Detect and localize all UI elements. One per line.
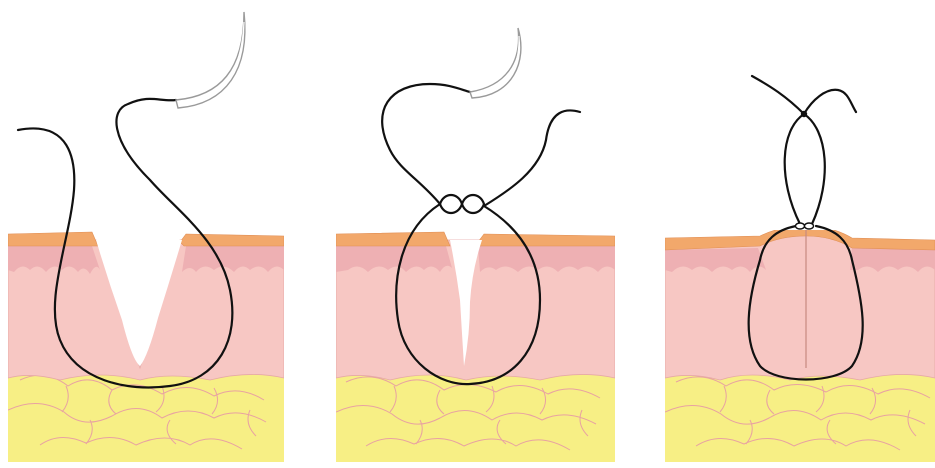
suture-tails xyxy=(752,76,856,224)
surgical-knot xyxy=(440,195,484,213)
knot-point xyxy=(801,111,807,117)
skin-block xyxy=(665,226,935,464)
surgical-knot xyxy=(796,223,814,229)
fat-layer xyxy=(8,368,284,464)
fat-layer xyxy=(665,368,935,464)
needle xyxy=(176,12,245,108)
skin-block xyxy=(8,232,284,464)
panel-1 xyxy=(8,12,284,464)
panel-3 xyxy=(665,76,935,464)
skin-block xyxy=(336,232,615,464)
panel-2 xyxy=(336,28,615,464)
